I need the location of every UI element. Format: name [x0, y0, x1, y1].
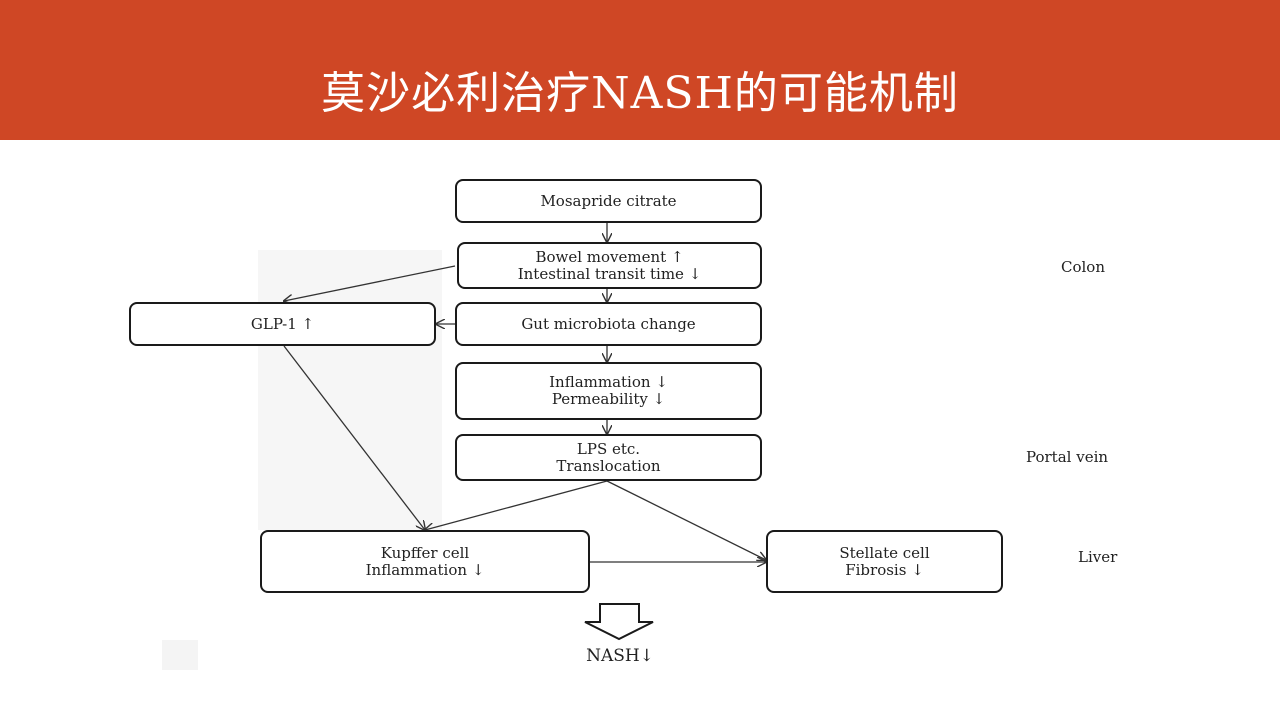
node-glp1: GLP-1 ↑ — [129, 302, 436, 346]
diagram-background-fragment — [162, 640, 198, 670]
node-bowel-movement: Bowel movement ↑ Intestinal transit time… — [457, 242, 762, 289]
node-label: Translocation — [556, 456, 661, 475]
node-gut-microbiota: Gut microbiota change — [455, 302, 762, 346]
node-label: LPS etc. — [576, 439, 641, 458]
node-label: Fibrosis ↓ — [845, 560, 924, 579]
node-label: Intestinal transit time ↓ — [517, 264, 702, 283]
node-label: Kupffer cell — [380, 543, 470, 562]
node-label: Stellate cell — [839, 543, 930, 562]
node-inflammation-permeability: Inflammation ↓ Permeability ↓ — [455, 362, 762, 420]
node-label: Inflammation ↓ — [365, 560, 485, 579]
node-lps-translocation: LPS etc. Translocation — [455, 434, 762, 481]
node-label: GLP-1 ↑ — [250, 314, 315, 333]
slide-header — [0, 0, 1280, 140]
label-liver: Liver — [1078, 548, 1118, 566]
node-label: Mosapride citrate — [540, 191, 677, 210]
arrow-lps-to-kupffer — [425, 480, 608, 530]
slide-title: 莫沙必利治疗NASH的可能机制 — [321, 68, 959, 119]
outcome-nash: NASH↓ — [586, 646, 654, 666]
label-colon: Colon — [1061, 258, 1105, 276]
node-kupffer-cell: Kupffer cell Inflammation ↓ — [260, 530, 590, 593]
node-label: Permeability ↓ — [551, 390, 666, 408]
arrow-to-nash — [584, 603, 654, 641]
diagram-background — [258, 250, 442, 530]
node-label: Gut microbiota change — [521, 314, 696, 333]
node-stellate-cell: Stellate cell Fibrosis ↓ — [766, 530, 1003, 593]
node-mosapride-citrate: Mosapride citrate — [455, 179, 762, 223]
node-label: Inflammation ↓ — [549, 373, 668, 391]
arrow-lps-to-stellate — [606, 480, 766, 560]
label-portal-vein: Portal vein — [1026, 448, 1109, 466]
node-label: Bowel movement ↑ — [535, 247, 684, 266]
